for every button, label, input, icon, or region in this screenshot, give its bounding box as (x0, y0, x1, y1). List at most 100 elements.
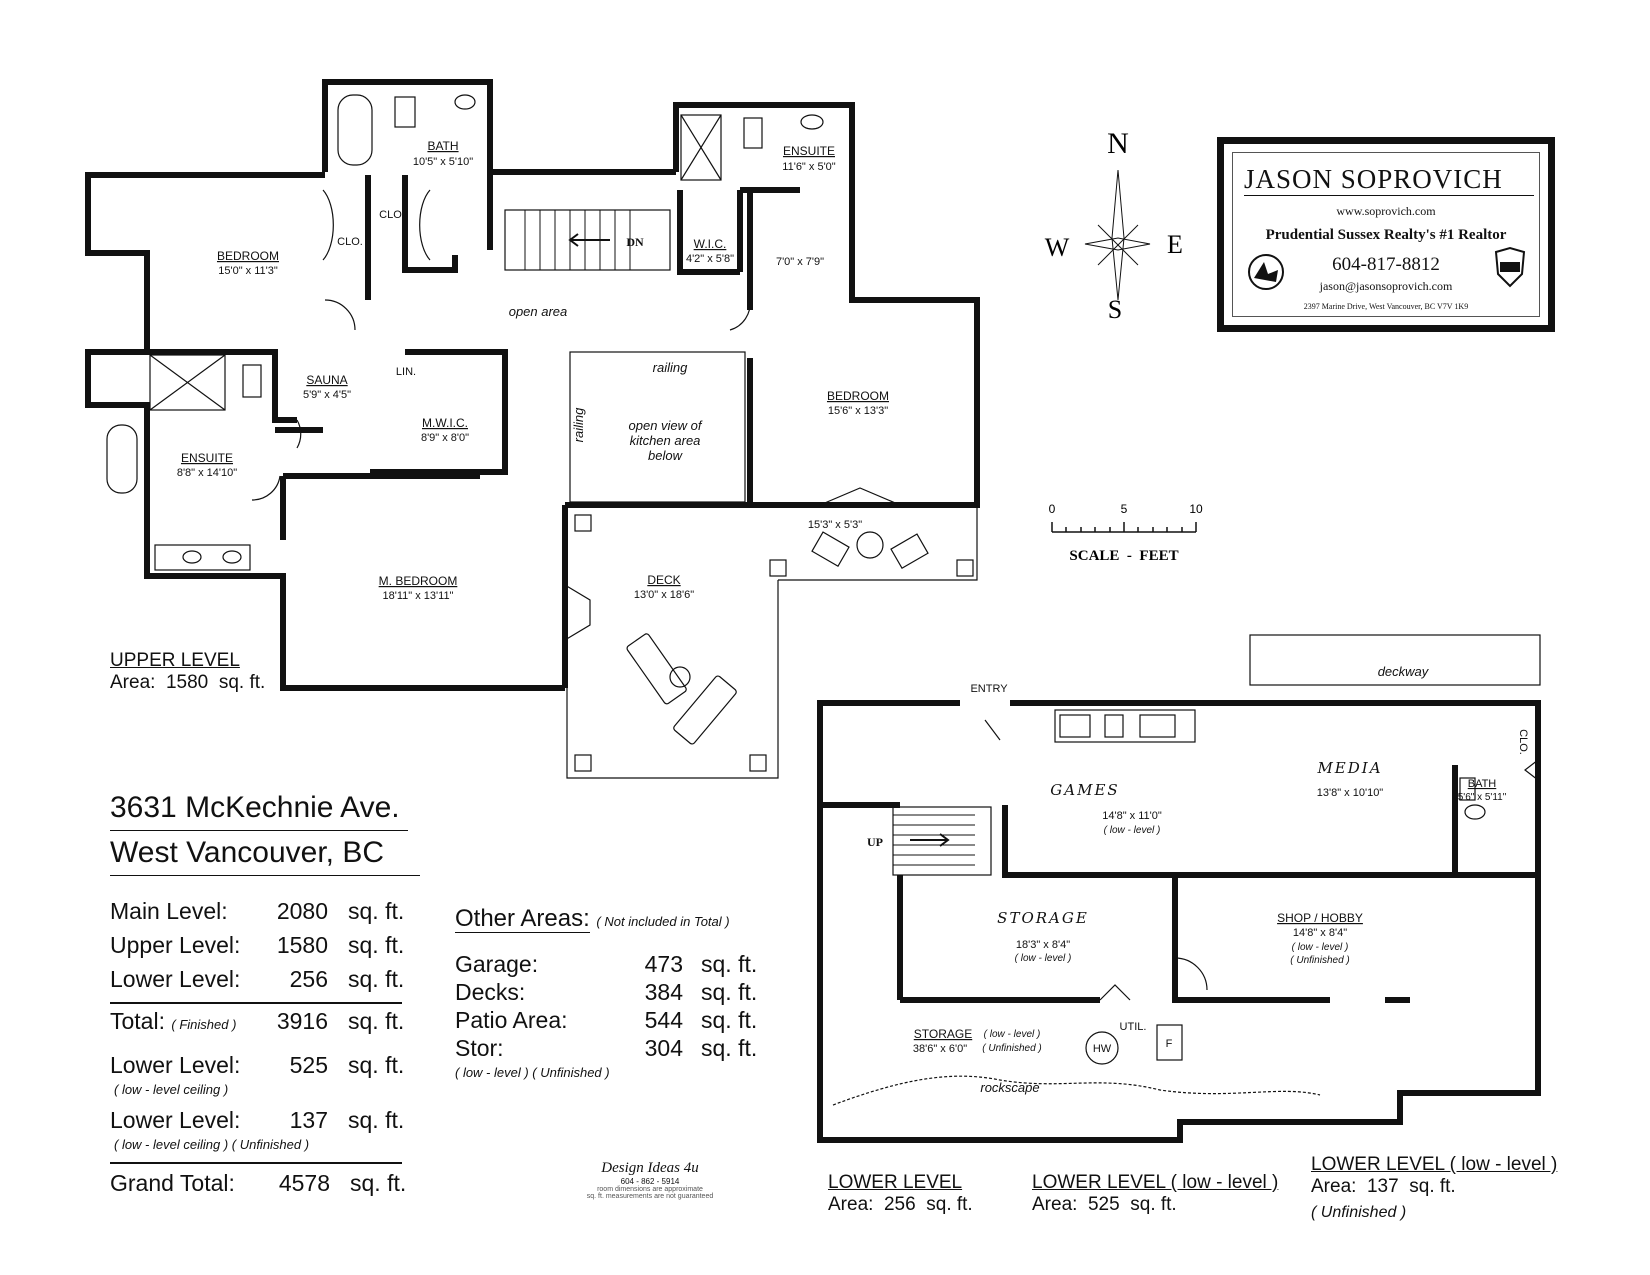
address-line-1: 3631 McKechnie Ave. (110, 786, 408, 831)
room-note-shop-2: ( Unfinished ) (1290, 955, 1349, 966)
room-label-bath-lower: BATH (1468, 778, 1497, 790)
room-label-bedroom-e: BEDROOM (827, 389, 889, 403)
linen-label: LIN. (396, 366, 416, 378)
other-stor-note: ( low - level ) ( Unfinished ) (455, 1065, 610, 1080)
rockscape-label: rockscape (980, 1080, 1039, 1095)
room-note-shop-1: ( low - level ) (1292, 942, 1349, 953)
lower-level-unit: sq. ft. (926, 1194, 973, 1215)
designer-note-1: room dimensions are approximate (597, 1186, 703, 1193)
railing-label-top: railing (653, 360, 688, 375)
upper-level-details (106, 94, 978, 779)
room-label-storage-mid: STORAGE (997, 909, 1089, 927)
room-dims-ensuite-ne: 11'6" x 5'0" (782, 161, 835, 173)
railing-label-side: railing (571, 407, 586, 442)
area-unit: sq. ft. (348, 1008, 405, 1034)
lower-level-caption: LOWER LEVEL Area: 256 sq. ft. (828, 1172, 973, 1216)
room-label-bath: BATH (427, 139, 458, 153)
compass-north: N (1107, 127, 1129, 160)
entry-label: ENTRY (970, 683, 1008, 695)
realtor-card: JASON SOPROVICH www.soprovich.com Pruden… (1217, 137, 1555, 332)
lower-level-low-unit: sq. ft. (1130, 1194, 1177, 1215)
room-label-storage-low: STORAGE (914, 1027, 972, 1041)
area-unit: sq. ft. (348, 1052, 405, 1078)
area-label: Grand Total: (110, 1170, 235, 1196)
room-dims-ensuite-w: 8'8" x 14'10" (177, 467, 237, 479)
room-label-ensuite-ne: ENSUITE (783, 144, 835, 158)
other-unit: sq. ft. (701, 951, 758, 977)
upper-level-unit: sq. ft. (218, 672, 266, 693)
lower-level-area-label: Area: (828, 1194, 874, 1215)
furnace-label: F (1166, 1038, 1173, 1050)
compass-south: S (1108, 295, 1122, 324)
lower-level-low-caption: LOWER LEVEL ( low - level ) Area: 525 sq… (1032, 1172, 1278, 1216)
upper-level-caption: UPPER LEVEL Area: 1580 sq. ft. (110, 650, 265, 694)
scale-tick-10: 10 (1189, 502, 1203, 516)
room-dims-storage-low: 38'6" x 6'0" (913, 1043, 967, 1055)
room-dims-master-bedroom: 18'11" x 13'11" (383, 590, 454, 602)
room-dims-bedroom-w: 15'0" x 11'3" (218, 265, 278, 277)
other-unit: sq. ft. (701, 1007, 758, 1033)
other-areas-title: Other Areas: (455, 905, 590, 933)
scale-label: SCALE - FEET (1069, 548, 1178, 564)
other-areas-note: ( Not included in Total ) (596, 914, 730, 929)
compass-rose-icon (1084, 169, 1151, 301)
other-value: 384 (644, 979, 683, 1005)
scale-tick-0: 0 (1049, 502, 1056, 516)
hot-water-label: HW (1093, 1043, 1112, 1055)
room-dims-bath-lower: 5'6" x 5'11" (1458, 792, 1507, 803)
designer-phone: 604 - 862 - 5914 (620, 1177, 680, 1186)
lower-level-unf-note: ( Unfinished ) (1311, 1204, 1407, 1221)
area-label: Main Level: (110, 898, 228, 924)
hall-dims: 7'0" x 7'9" (776, 256, 824, 268)
realtor-card-border (1232, 152, 1540, 317)
room-dims-deck: 13'0" x 18'6" (634, 589, 694, 601)
deck-east-dims: 15'3" x 5'3" (808, 519, 862, 531)
closet-label-lower: CLO. (1517, 729, 1529, 755)
area-value: 137 (289, 1107, 328, 1133)
realtor-email[interactable]: jason@jasonsoprovich.com (1319, 279, 1453, 293)
lower-level-area: 256 (883, 1194, 916, 1215)
open-view-line2: kitchen area (630, 433, 701, 448)
area-value: 4578 (278, 1170, 330, 1196)
room-label-wic: W.I.C. (694, 237, 727, 251)
realtor-phone: 604-817-8812 (1332, 254, 1440, 275)
other-value: 473 (644, 951, 683, 977)
room-label-media: MEDIA (1316, 759, 1382, 777)
area-value: 2080 (276, 898, 328, 924)
designer-name: Design Ideas 4u (601, 1160, 699, 1176)
room-note-storage-mid: ( low - level ) (1015, 953, 1072, 964)
lower-level-unf-title: LOWER LEVEL ( low - level ) (1311, 1154, 1558, 1175)
room-dims-shop: 14'8" x 8'4" (1293, 927, 1347, 939)
area-value: 256 (289, 966, 328, 992)
area-note-lower-unf: ( low - level ceiling ) ( Unfinished ) (114, 1137, 310, 1152)
room-dims-storage-mid: 18'3" x 8'4" (1016, 939, 1070, 951)
area-value: 1580 (276, 932, 328, 958)
area-value: 3916 (276, 1008, 328, 1034)
lower-level-unf-area: 137 (1366, 1176, 1399, 1197)
realtor-website[interactable]: www.soprovich.com (1336, 204, 1436, 218)
other-areas-heading: Other Areas: ( Not included in Total ) (455, 905, 785, 933)
room-label-deck: DECK (647, 573, 680, 587)
room-note-games: ( low - level ) (1104, 825, 1161, 836)
scale-bar (1051, 522, 1197, 533)
closet-label-1: CLO. (337, 236, 363, 248)
lower-level-title: LOWER LEVEL (828, 1172, 963, 1193)
upper-level-area: 1580 (165, 672, 209, 693)
room-note-storage-low-2: ( Unfinished ) (982, 1043, 1041, 1054)
lower-level-unf-unit: sq. ft. (1409, 1176, 1456, 1197)
area-value: 525 (289, 1052, 328, 1078)
room-dims-mwic: 8'9" x 8'0" (421, 432, 469, 444)
lower-level-walls (817, 700, 1541, 1143)
room-dims-sauna: 5'9" x 4'5" (303, 389, 351, 401)
other-unit: sq. ft. (701, 1035, 758, 1061)
stair-up-label: UP (867, 835, 883, 849)
room-label-master-bedroom: M. BEDROOM (379, 574, 458, 588)
